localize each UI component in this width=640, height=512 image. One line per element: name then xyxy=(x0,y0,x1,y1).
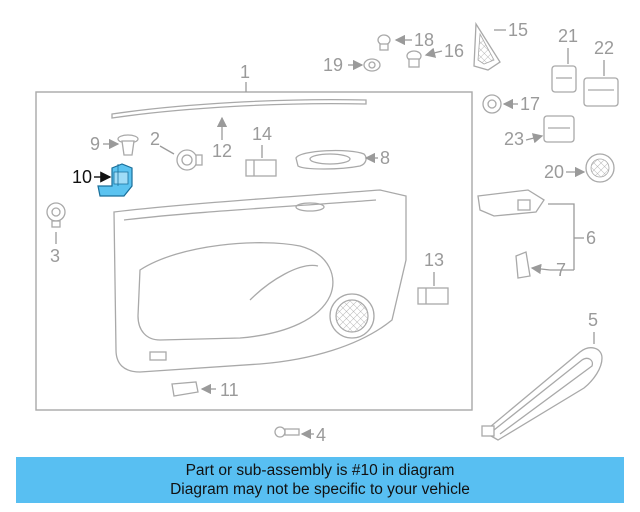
clip-part-18 xyxy=(377,34,391,51)
speaker-part-20 xyxy=(585,153,615,183)
callout-5: 5 xyxy=(588,310,598,330)
switch-part-23 xyxy=(543,115,575,143)
grommet-part-2 xyxy=(176,149,203,171)
switch-part-21 xyxy=(551,65,577,93)
fastener-part-3 xyxy=(46,202,66,228)
leader-7 xyxy=(530,263,551,275)
bracket-part-13 xyxy=(417,287,449,305)
door-lock-bracket-part-10 xyxy=(97,163,133,197)
clip-part-7 xyxy=(515,251,531,279)
clip-part-16 xyxy=(406,50,422,68)
nut-part-17 xyxy=(482,94,502,114)
callout-20: 20 xyxy=(544,162,564,182)
callout-3: 3 xyxy=(50,246,60,266)
door-trim-panel xyxy=(113,189,407,373)
caption-line-1: Part or sub-assembly is #10 in diagram xyxy=(185,462,455,479)
reflector-part-11 xyxy=(171,381,199,397)
callout-6: 6 xyxy=(586,228,596,248)
clip-part-9 xyxy=(117,134,139,156)
leader-6a xyxy=(548,203,575,270)
callout-9: 9 xyxy=(90,134,100,154)
switch-part-22 xyxy=(583,77,619,107)
screw-part-4 xyxy=(274,426,300,438)
parts-diagram: 1 12 9 2 14 8 10 3 xyxy=(35,20,619,445)
caption-line-2: Diagram may not be specific to your vehi… xyxy=(170,481,470,498)
armrest-part-5 xyxy=(481,347,603,441)
callout-21: 21 xyxy=(558,26,578,46)
belt-molding-part-12 xyxy=(111,98,367,119)
callout-12: 12 xyxy=(212,141,232,161)
door-panel-frame xyxy=(35,91,473,411)
caption-banner: Part or sub-assembly is #10 in diagram D… xyxy=(16,457,624,503)
callout-2: 2 xyxy=(150,129,160,149)
bracket-part-14 xyxy=(245,159,277,177)
callout-7: 7 xyxy=(556,260,566,280)
callout-1: 1 xyxy=(240,62,250,82)
callout-16: 16 xyxy=(444,41,464,61)
inside-handle-part-8 xyxy=(295,149,367,170)
callout-4: 4 xyxy=(316,425,326,445)
callout-15: 15 xyxy=(508,20,528,40)
callout-17: 17 xyxy=(520,94,540,114)
callout-19: 19 xyxy=(323,55,343,75)
callout-13: 13 xyxy=(424,250,444,270)
clip-part-19 xyxy=(363,58,381,72)
handle-bezel-part-6 xyxy=(477,189,545,217)
callout-8: 8 xyxy=(380,148,390,168)
leader-23 xyxy=(525,133,544,144)
callout-10: 10 xyxy=(72,167,92,187)
mirror-cover-part-15 xyxy=(473,21,501,71)
callout-11: 11 xyxy=(220,380,239,400)
leader-16 xyxy=(424,47,443,58)
callout-18: 18 xyxy=(414,30,434,50)
callout-23: 23 xyxy=(504,129,524,149)
leader-2 xyxy=(159,145,175,155)
callout-14: 14 xyxy=(252,124,272,144)
callout-22: 22 xyxy=(594,38,614,58)
